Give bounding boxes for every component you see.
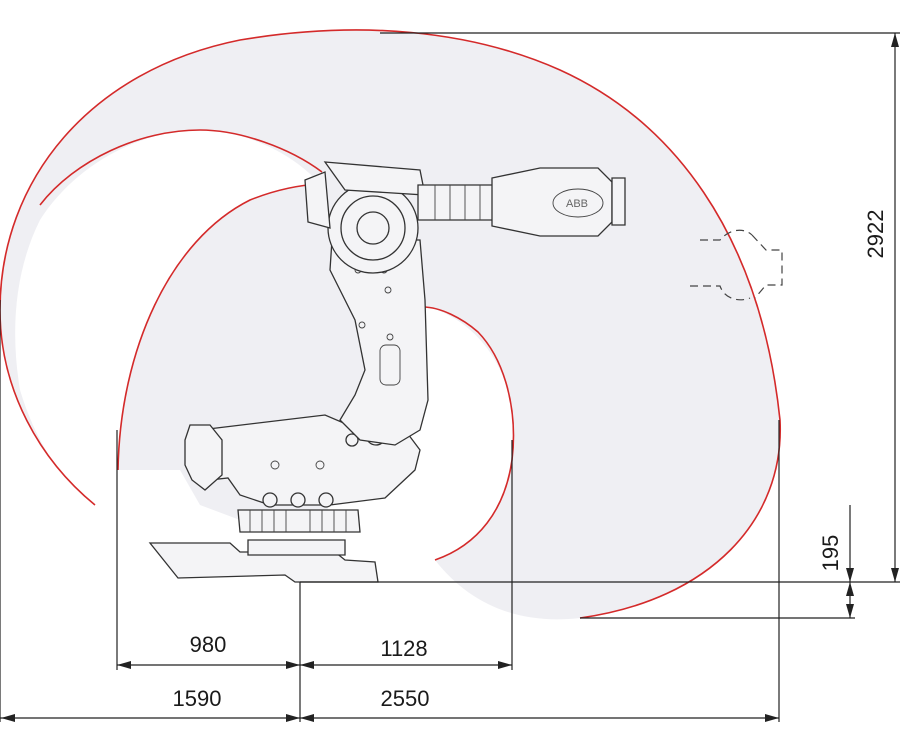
wrist-alternate-position bbox=[690, 229, 783, 301]
robot-turntable bbox=[237, 509, 361, 533]
dim-1590: 1590 bbox=[173, 686, 222, 711]
dim-2922: 2922 bbox=[863, 210, 888, 259]
robot-lower-arm bbox=[329, 239, 429, 446]
near-reach-arc bbox=[422, 306, 515, 561]
robot-base-ring bbox=[247, 539, 346, 556]
abb-logo: ABB bbox=[566, 198, 588, 210]
dim-980: 980 bbox=[190, 632, 227, 657]
dim-2550: 2550 bbox=[381, 686, 430, 711]
dimension-labels: 980 1128 1590 2550 2922 195 bbox=[173, 210, 888, 711]
robot-wrist-housing bbox=[491, 167, 613, 237]
robot-counterweight bbox=[184, 424, 223, 491]
dim-195: 195 bbox=[818, 535, 843, 572]
inner-envelope-boundary bbox=[39, 129, 323, 206]
robot-illustration: ABB bbox=[148, 161, 626, 583]
dim-1128: 1128 bbox=[380, 636, 427, 661]
dimension-lines bbox=[0, 32, 900, 722]
inner-reach-arc bbox=[117, 183, 321, 471]
